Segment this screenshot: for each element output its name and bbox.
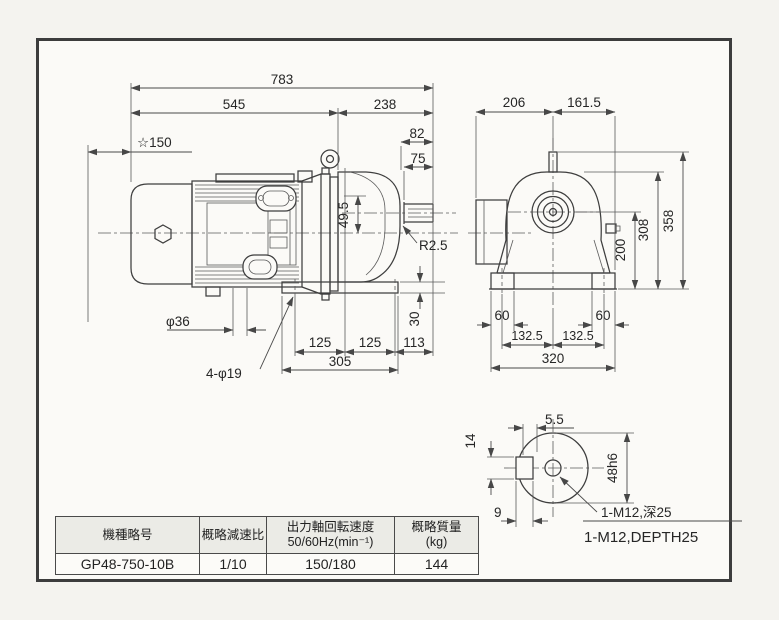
dim-mount-holes: 4-φ19 — [206, 366, 242, 381]
dim-shaft-height: 200 — [613, 239, 628, 262]
header-model: 機種略号 — [55, 516, 200, 554]
motor-adapter-flange — [301, 149, 340, 301]
motor-silhouette — [475, 199, 508, 265]
end-view: 206 161.5 358 308 200 60 — [468, 95, 689, 372]
dim-foot-width-right: 60 — [595, 308, 610, 323]
side-plug — [605, 223, 617, 234]
top-cover-strip — [215, 173, 295, 183]
dim-fan-clearance: ☆150 — [137, 135, 172, 150]
tap-note-jp: 1-M12,深25 — [601, 505, 672, 520]
left-foot — [490, 272, 515, 290]
dim-base-width: 320 — [542, 351, 565, 366]
drawing-frame — [36, 38, 732, 582]
hex-bolt-icon — [154, 224, 172, 244]
dim-base-height: 30 — [407, 311, 422, 326]
cell-model: GP48-750-10B — [55, 553, 200, 575]
dim-shaft-dia: 48h6 — [605, 453, 620, 483]
shaft-detail-view: 5.5 14 9 48h6 1-M12,深25 1-M12,DEPTH25 — [463, 412, 742, 546]
eyebolt-front — [548, 151, 558, 173]
dim-left-width: 206 — [503, 95, 526, 110]
dim-motor-shaft-dia: φ36 — [166, 314, 190, 329]
end-view-dimensions: 206 161.5 358 308 200 60 — [475, 95, 689, 372]
shaft-detail-dimensions: 5.5 14 9 48h6 1-M12,深25 1-M12,DEPTH25 — [463, 412, 742, 546]
dim-bolt-half-left: 132.5 — [511, 329, 542, 343]
spec-table: 機種略号 概略減速比 出力軸回転速度 50/60Hz(min⁻¹) 概略質量 (… — [55, 516, 479, 575]
drain-fitting — [205, 286, 221, 297]
side-view-dimensions: 783 545 238 ☆150 82 75 49.5 R2.5 — [87, 72, 448, 381]
dim-shaft-ext: 82 — [409, 126, 424, 141]
spec-table-header-row: 機種略号 概略減速比 出力軸回転速度 50/60Hz(min⁻¹) 概略質量 (… — [55, 516, 479, 554]
dim-gear-length: 238 — [374, 97, 397, 112]
cell-speed: 150/180 — [266, 553, 395, 575]
motor-body — [191, 170, 313, 297]
dim-key-offset: 5.5 — [545, 412, 564, 427]
dim-key-width: 9 — [494, 505, 502, 520]
spec-table-data-row: GP48-750-10B 1/10 150/180 144 — [55, 553, 479, 575]
cell-mass: 144 — [394, 553, 479, 575]
output-shaft — [403, 202, 434, 224]
eyebolt-icon — [320, 149, 340, 169]
tap-hole — [544, 459, 562, 477]
gear-housing-front — [489, 151, 621, 294]
header-ratio: 概略減速比 — [199, 516, 267, 554]
dim-motor-length: 545 — [223, 97, 246, 112]
dim-foot-pitch-1: 125 — [309, 335, 332, 350]
dim-overall-length: 783 — [271, 72, 294, 87]
dim-axis-offset: 49.5 — [336, 202, 351, 228]
shaft-boss — [531, 190, 575, 234]
dim-housing-height: 308 — [636, 219, 651, 242]
dim-overall-height: 358 — [661, 210, 676, 233]
lifting-lug — [297, 170, 313, 183]
terminal-cover — [255, 185, 297, 212]
header-speed: 出力軸回転速度 50/60Hz(min⁻¹) — [266, 516, 395, 554]
dim-shaft-overhang: 113 — [403, 335, 425, 350]
dim-foot-pitch-2: 125 — [359, 335, 382, 350]
gear-housing — [337, 168, 401, 356]
dim-shaft-length: 75 — [410, 151, 425, 166]
dim-base-length: 305 — [329, 354, 352, 369]
tap-note-en: 1-M12,DEPTH25 — [584, 529, 698, 546]
right-foot — [591, 272, 616, 290]
dim-fillet-radius: R2.5 — [419, 238, 448, 253]
bottom-cover — [242, 254, 278, 280]
dim-right-width: 161.5 — [567, 95, 601, 110]
side-view: 783 545 238 ☆150 82 75 49.5 R2.5 — [87, 72, 458, 381]
cell-ratio: 1/10 — [199, 553, 267, 575]
dim-key-height: 14 — [463, 433, 478, 449]
dim-bolt-half-right: 132.5 — [562, 329, 593, 343]
header-mass: 概略質量 (kg) — [394, 516, 479, 554]
key — [515, 456, 534, 480]
base-plate — [281, 279, 399, 296]
fan-cover — [130, 183, 193, 285]
